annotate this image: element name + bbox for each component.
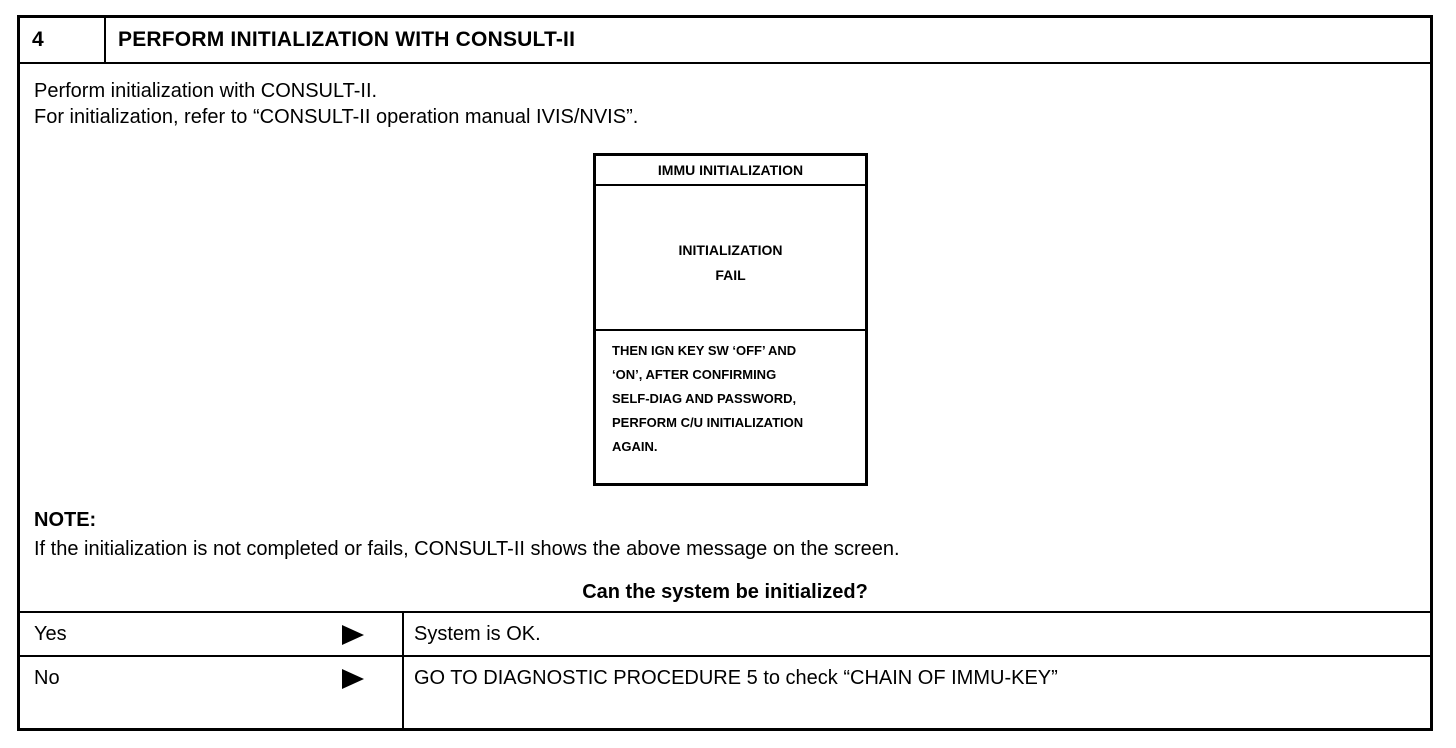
answer-cell: Yes (20, 613, 404, 655)
intro-line-2: For initialization, refer to “CONSULT-II… (34, 106, 639, 128)
screen-instruction-line: PERFORM C/U INITIALIZATION (612, 415, 804, 430)
screen-instruction-line: SELF-DIAG AND PASSWORD, (612, 391, 797, 406)
right-arrow-icon (342, 669, 364, 689)
step-header: 4 PERFORM INITIALIZATION WITH CONSULT-II (20, 18, 1430, 64)
decision-question: Can the system be initialized? (582, 581, 868, 603)
intro-text: Perform initialization with CONSULT-II. … (34, 78, 638, 130)
answer-label: No (34, 667, 60, 689)
screen-instruction-line: THEN IGN KEY SW ‘OFF’ AND (612, 343, 797, 358)
right-arrow-icon (342, 625, 364, 645)
screen-message-line-2: FAIL (715, 267, 746, 283)
procedure-table: 4 PERFORM INITIALIZATION WITH CONSULT-II… (17, 15, 1433, 731)
intro-line-1: Perform initialization with CONSULT-II. (34, 80, 378, 102)
consult-screen-illustration: IMMU INITIALIZATION INITIALIZATION FAIL … (593, 153, 868, 486)
screen-message: INITIALIZATION FAIL (596, 186, 865, 331)
answer-cell: No (20, 657, 404, 728)
answer-result: GO TO DIAGNOSTIC PROCEDURE 5 to check “C… (414, 667, 1058, 689)
answer-row-no: No GO TO DIAGNOSTIC PROCEDURE 5 to check… (20, 657, 1430, 728)
step-title: PERFORM INITIALIZATION WITH CONSULT-II (118, 28, 576, 51)
answers-table: Yes System is OK. No GO TO DIAGNOSTIC PR… (20, 611, 1430, 728)
screen-title: IMMU INITIALIZATION (596, 156, 865, 186)
screen-message-line-1: INITIALIZATION (678, 242, 783, 258)
answer-label: Yes (34, 623, 67, 645)
note-label: NOTE: (34, 509, 97, 531)
answer-result: System is OK. (414, 623, 541, 645)
screen-instruction-line: AGAIN. (612, 439, 658, 454)
note-text: If the initialization is not completed o… (34, 538, 900, 560)
step-number: 4 (20, 18, 106, 62)
screen-instruction-line: ‘ON’, AFTER CONFIRMING (612, 367, 777, 382)
answer-row-yes: Yes System is OK. (20, 613, 1430, 657)
screen-instruction: THEN IGN KEY SW ‘OFF’ AND ‘ON’, AFTER CO… (596, 331, 865, 459)
